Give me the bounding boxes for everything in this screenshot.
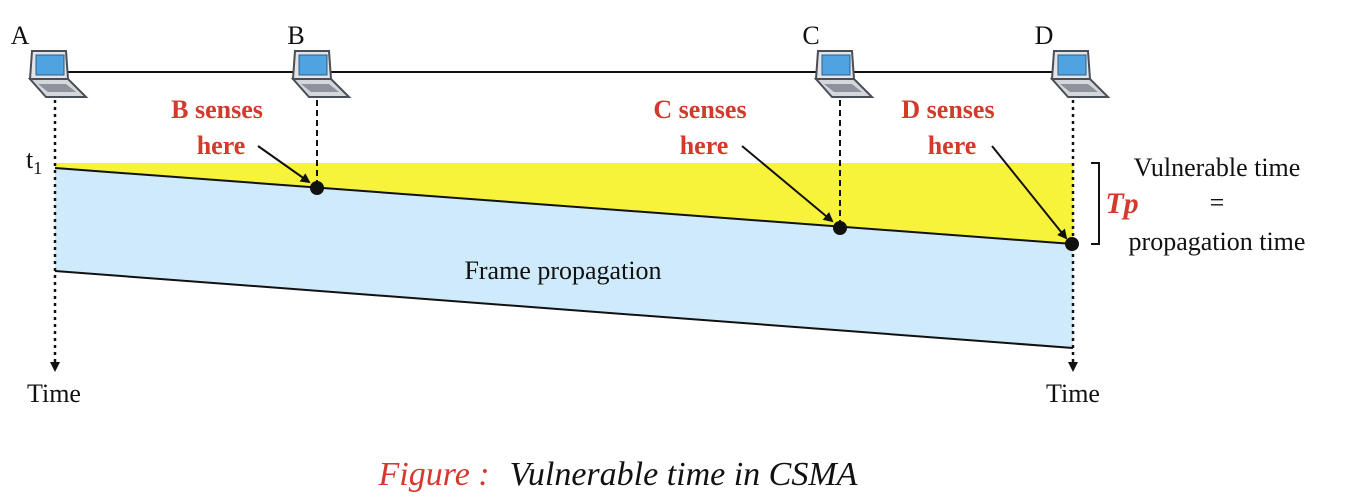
caption-text: Vulnerable time in CSMA [510, 456, 858, 493]
b-senses-line2: here [197, 131, 246, 160]
laptop-icon [1049, 50, 1111, 98]
time-label-left: Time [27, 379, 81, 408]
laptop-icon [27, 50, 89, 98]
laptop-icon [290, 50, 352, 98]
caption-prefix: Figure : [378, 456, 490, 493]
figure-caption: Figure : Vulnerable time in CSMA [378, 456, 858, 493]
vulnerable-region [55, 163, 1073, 244]
c-senses-line2: here [680, 131, 729, 160]
frame-propagation-label: Frame propagation [464, 256, 661, 285]
station-label-d: D [1035, 21, 1054, 50]
tp-symbol: Tp [1105, 187, 1138, 220]
station-label-c: C [802, 21, 819, 50]
b-senses-line1: B senses [171, 95, 263, 124]
d-senses-line1: D senses [901, 95, 994, 124]
time-label-right: Time [1046, 379, 1100, 408]
d-sense-point [1065, 237, 1079, 251]
propagation-time-label: propagation time [1129, 227, 1306, 256]
frame-top-edge [54, 167, 1074, 245]
b-sense-point [310, 181, 324, 195]
vulnerable-time-label: Vulnerable time [1134, 153, 1301, 182]
c-pointer-arrow [741, 145, 834, 223]
d-senses-line2: here [928, 131, 977, 160]
d-pointer-arrow [991, 145, 1068, 240]
c-sense-point [833, 221, 847, 235]
vulnerable-bracket [1091, 162, 1100, 245]
t1-label: t1 [26, 145, 42, 178]
b-pointer-arrow [257, 145, 311, 184]
c-senses-line1: C senses [653, 95, 746, 124]
laptop-icon [813, 50, 875, 98]
propagation-region [55, 168, 1073, 348]
equals-sign: = [1210, 188, 1225, 217]
station-label-a: A [11, 21, 30, 50]
station-label-b: B [287, 21, 304, 50]
frame-bottom-edge [54, 270, 1074, 349]
